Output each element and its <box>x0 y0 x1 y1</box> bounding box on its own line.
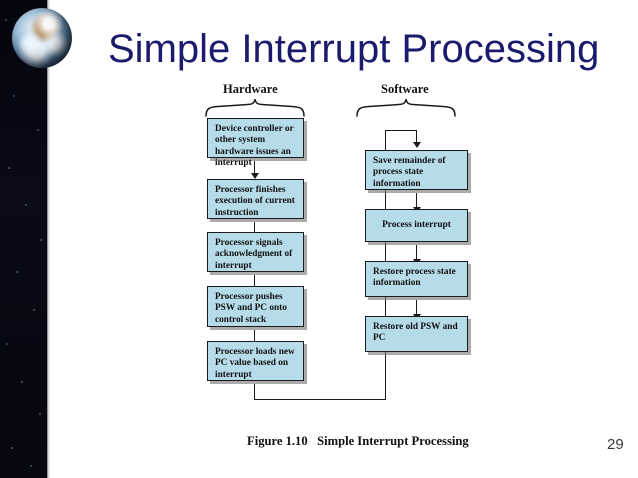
arrow-h1-h2-icon <box>251 173 259 179</box>
page-number: 29 <box>607 436 624 453</box>
connector-h2-h3 <box>254 222 256 235</box>
hardware-brace-icon <box>205 99 305 117</box>
connector-cross-top <box>385 130 417 132</box>
software-step-2: Process interrupt <box>365 209 468 242</box>
connector-h3-h4 <box>254 275 256 288</box>
hardware-step-2: Processor finishes execution of current … <box>207 179 304 219</box>
connector-h1-h2 <box>254 161 256 175</box>
arrow-cross-sw-icon <box>413 142 421 148</box>
connector-s1-s2 <box>416 193 418 209</box>
connector-s3-s4 <box>416 300 418 316</box>
hardware-column-label: Hardware <box>223 82 278 96</box>
software-step-3: Restore process state information <box>365 261 468 297</box>
hardware-step-1: Device controller or other system hardwa… <box>207 118 304 168</box>
software-step-1: Save remainder of process state informat… <box>365 150 468 190</box>
hardware-step-3: Processor signals acknowledgment of inte… <box>207 232 304 272</box>
connector-s2-s3 <box>416 245 418 261</box>
figure-caption: Figure 1.10 Simple Interrupt Processing <box>247 434 469 448</box>
software-column-label: Software <box>381 82 429 96</box>
hardware-step-4: Processor pushes PSW and PC onto control… <box>207 286 304 327</box>
earth-globe-icon <box>12 8 72 68</box>
connector-h4-h5 <box>254 330 256 343</box>
connector-cross-down <box>254 384 256 400</box>
stripe-edge-divider <box>47 0 50 478</box>
hardware-step-5: Processor loads new PC value based on in… <box>207 341 304 381</box>
starfield-background <box>0 0 47 478</box>
software-step-4: Restore old PSW and PC <box>365 316 468 352</box>
page-title: Simple Interrupt Processing <box>108 27 600 71</box>
connector-cross-into-sw <box>416 130 418 144</box>
software-brace-icon <box>356 99 456 117</box>
connector-cross-bottom <box>254 399 386 401</box>
